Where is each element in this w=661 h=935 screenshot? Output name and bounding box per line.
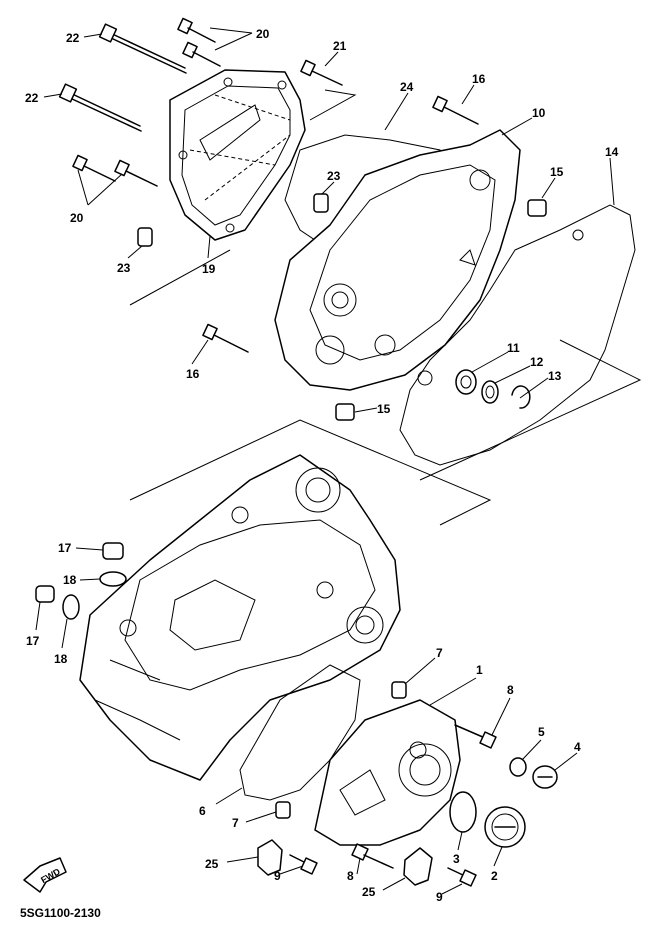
bolt-22-top <box>98 23 187 74</box>
gasket-6 <box>239 664 361 801</box>
bolt-16-lower <box>202 323 249 353</box>
callout-7: 7 <box>436 646 443 660</box>
callout-19: 19 <box>202 262 216 276</box>
bolts-20-left <box>72 154 158 187</box>
callout-14: 14 <box>605 145 619 159</box>
bolt-21 <box>300 59 343 86</box>
callout-8: 8 <box>347 869 354 883</box>
callout-17: 17 <box>58 541 72 555</box>
dowel-pin-23-left <box>137 227 153 247</box>
bolt-8-bottom <box>351 843 394 869</box>
washer-12 <box>481 380 499 404</box>
callout-15: 15 <box>377 402 391 416</box>
callout-15: 15 <box>550 165 564 179</box>
oil-seal-11 <box>455 369 477 395</box>
callout-16: 16 <box>186 367 200 381</box>
callout-7: 7 <box>232 816 239 830</box>
callout-labels: 22 20 21 24 16 10 14 22 15 23 20 23 19 1… <box>25 27 619 904</box>
plug-2 <box>484 806 526 848</box>
dowel-pin-7-bottom <box>275 801 291 819</box>
dowel-pin-15-top <box>527 199 547 217</box>
callout-11: 11 <box>507 341 520 355</box>
upper-reference-frame <box>129 89 642 481</box>
callout-17: 17 <box>26 634 40 648</box>
leader-lines <box>35 27 615 895</box>
gasket-14 <box>399 204 636 466</box>
callout-4: 4 <box>574 740 581 754</box>
dowel-pin-7-top <box>391 681 407 699</box>
crankcase-assembly <box>79 419 492 781</box>
callout-22: 22 <box>25 91 39 105</box>
crankcase-cover-1 <box>314 699 461 846</box>
callout-3: 3 <box>453 852 460 866</box>
o-ring-5 <box>509 757 527 777</box>
callout-18: 18 <box>54 652 68 666</box>
clamp-25-left <box>257 839 283 876</box>
callout-22: 22 <box>66 31 80 45</box>
o-ring-3 <box>449 791 477 833</box>
callout-12: 12 <box>530 355 544 369</box>
diagram-code: 5SG1100-2130 <box>20 906 101 920</box>
dowel-pin-17-left <box>35 585 55 603</box>
clamp-25-right <box>403 847 433 886</box>
dowel-pin-23-right <box>313 193 329 213</box>
callout-8: 8 <box>507 683 514 697</box>
bolt-9-right <box>447 867 477 887</box>
callout-13: 13 <box>548 369 562 383</box>
callout-10: 10 <box>532 106 546 120</box>
callout-25: 25 <box>362 885 376 899</box>
callout-24: 24 <box>400 80 414 94</box>
crankcase-cover-10 <box>274 129 521 391</box>
o-ring-18-left <box>62 594 80 620</box>
callout-23: 23 <box>117 261 131 275</box>
callout-9: 9 <box>274 869 281 883</box>
fwd-arrow-icon: FWD <box>23 857 67 893</box>
dowel-pin-15-bottom <box>335 403 355 421</box>
bolt-9-left <box>289 854 318 875</box>
bolt-8-top <box>454 724 497 749</box>
dowel-pin-17-top <box>102 542 124 560</box>
callout-23: 23 <box>327 169 341 183</box>
callout-25: 25 <box>205 857 219 871</box>
bolts-20-top <box>177 17 221 67</box>
o-ring-18-top <box>99 571 127 587</box>
callout-20: 20 <box>70 211 84 225</box>
callout-1: 1 <box>476 663 483 677</box>
callout-16: 16 <box>472 72 486 86</box>
plug-4 <box>532 765 558 789</box>
callout-2: 2 <box>491 869 498 883</box>
circlip-13 <box>511 385 531 409</box>
bolt-22-mid <box>58 83 142 132</box>
bolt-16-top <box>432 95 479 125</box>
callout-18: 18 <box>63 573 77 587</box>
outer-clutch-cover-19 <box>169 69 306 241</box>
callout-5: 5 <box>538 725 545 739</box>
callout-21: 21 <box>333 39 347 53</box>
callout-9: 9 <box>436 890 443 904</box>
callout-20: 20 <box>256 27 270 41</box>
callout-6: 6 <box>199 804 206 818</box>
